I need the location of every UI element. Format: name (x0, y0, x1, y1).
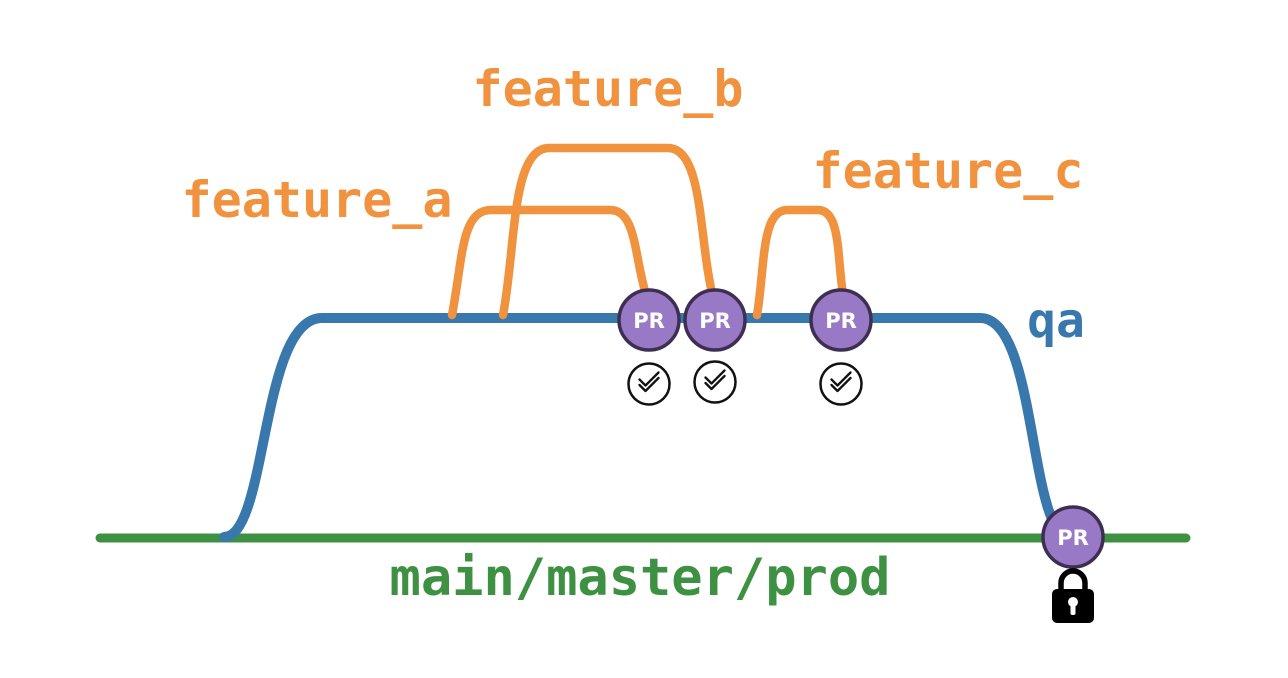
check-mark-upper (638, 371, 660, 387)
double-check-icon (693, 360, 737, 404)
lock-keyhole-slot (1070, 604, 1076, 615)
feature-b-label: feature_b (473, 60, 744, 118)
double-check-icon (627, 362, 671, 406)
pr-badge-label: PR (699, 309, 731, 333)
pr-badge-circle (617, 288, 681, 352)
double-check-icon (819, 362, 863, 406)
pr-node-3: PR (809, 288, 873, 352)
pr-badge-circle (683, 288, 747, 352)
check-mark-lower (830, 376, 852, 393)
pr-badge-circle (809, 288, 873, 352)
qa-branch-line (219, 313, 1075, 542)
main-branch-label: main/master/prod (390, 548, 891, 608)
feature-c-label: feature_c (813, 142, 1084, 200)
lock-keyhole (1068, 597, 1078, 607)
check-mark-lower (638, 376, 660, 393)
pr-node-1: PR (617, 288, 681, 352)
pr-badge-label: PR (825, 309, 857, 333)
pr-badge-label: PR (633, 309, 665, 333)
feature-c-branch-line (752, 205, 848, 320)
check-circle (627, 362, 671, 406)
feature-a-label: feature_a (182, 171, 453, 229)
lock-shackle (1058, 568, 1088, 592)
check-mark-upper (704, 369, 726, 385)
qa-label: qa (1027, 293, 1085, 349)
lock-icon (1052, 568, 1094, 623)
pr-node-2: PR (683, 288, 747, 352)
check-circle (819, 362, 863, 406)
feature-a-branch-line (447, 205, 652, 320)
check-circle (693, 360, 737, 404)
check-mark-lower (704, 374, 726, 391)
pr-badge-label: PR (1057, 526, 1089, 550)
pr-node-4: PR (1041, 505, 1105, 569)
feature-b-branch-line (498, 143, 717, 320)
check-mark-upper (830, 371, 852, 387)
pr-badge-circle (1041, 505, 1105, 569)
